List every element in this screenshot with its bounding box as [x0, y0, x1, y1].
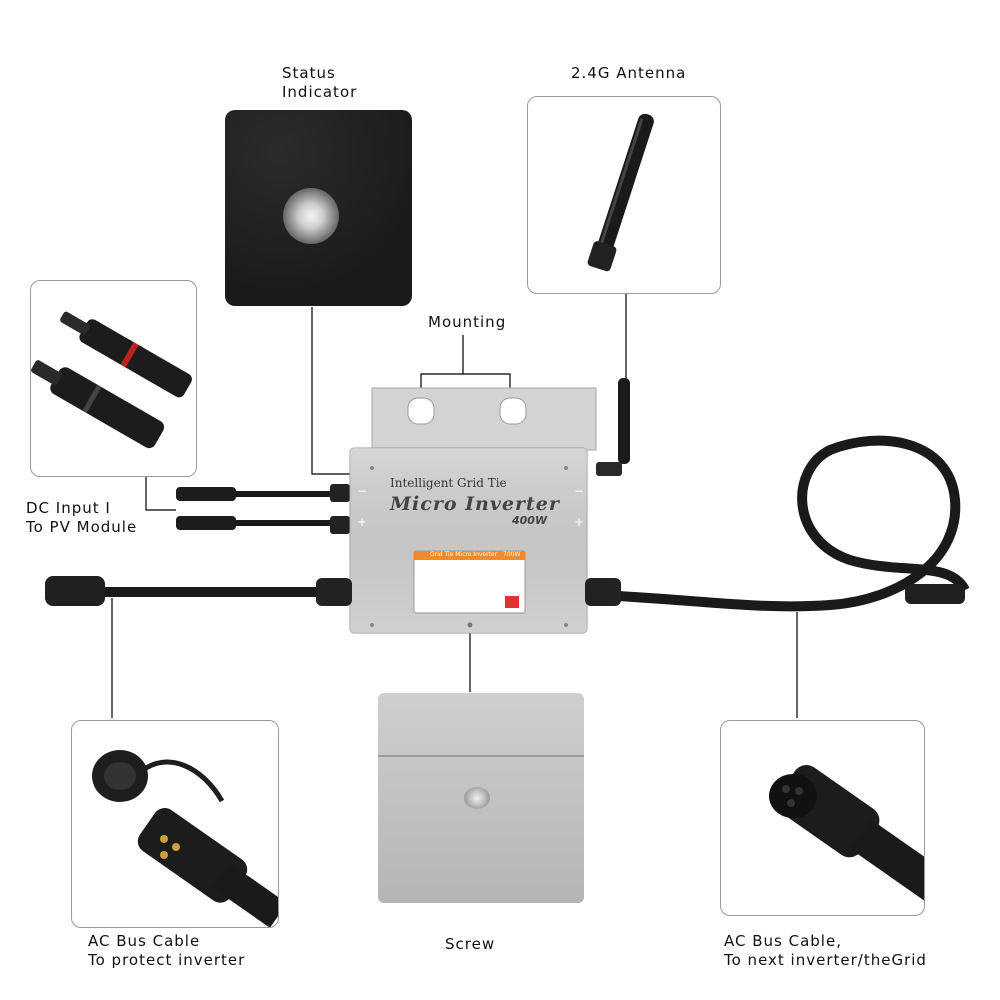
device-power: 400W: [512, 514, 548, 527]
screw-icon: [464, 787, 490, 809]
status-indicator-panel: [225, 110, 412, 306]
nameplate-rating: 700W: [503, 551, 521, 558]
ac-connector-icon: [92, 750, 278, 927]
device-line2: Micro Inverter: [390, 493, 560, 515]
ac-bus-left-card: [71, 720, 279, 928]
terminal-plus-right: +: [574, 515, 585, 529]
nameplate-title: Grid Tie Micro Inverter: [430, 551, 498, 558]
screw-panel: [378, 693, 584, 903]
terminal-plus-left: +: [357, 515, 368, 529]
antenna-label: 2.4G Antenna: [571, 64, 687, 82]
ac-connector-icon: [769, 765, 924, 901]
ac-bus-right-label: AC Bus Cable, To next inverter/theGrid: [724, 932, 927, 969]
antenna-card: [527, 96, 721, 294]
status-indicator-label: Status Indicator: [282, 64, 358, 101]
terminal-minus-right: −: [574, 484, 585, 498]
mc4-connector-icon: [31, 311, 192, 449]
dc-connector-card: [30, 280, 197, 477]
ac-bus-left-label: AC Bus Cable To protect inverter: [88, 932, 246, 969]
mounting-label: Mounting: [428, 313, 507, 331]
status-led-icon: [283, 188, 339, 244]
device-line1: Intelligent Grid Tie: [390, 476, 507, 490]
ac-bus-right-card: [720, 720, 925, 916]
antenna-icon: [587, 113, 654, 272]
dc-input-label: DC Input I To PV Module: [26, 499, 138, 536]
screw-label: Screw: [445, 935, 496, 953]
terminal-minus-left: −: [357, 484, 368, 498]
